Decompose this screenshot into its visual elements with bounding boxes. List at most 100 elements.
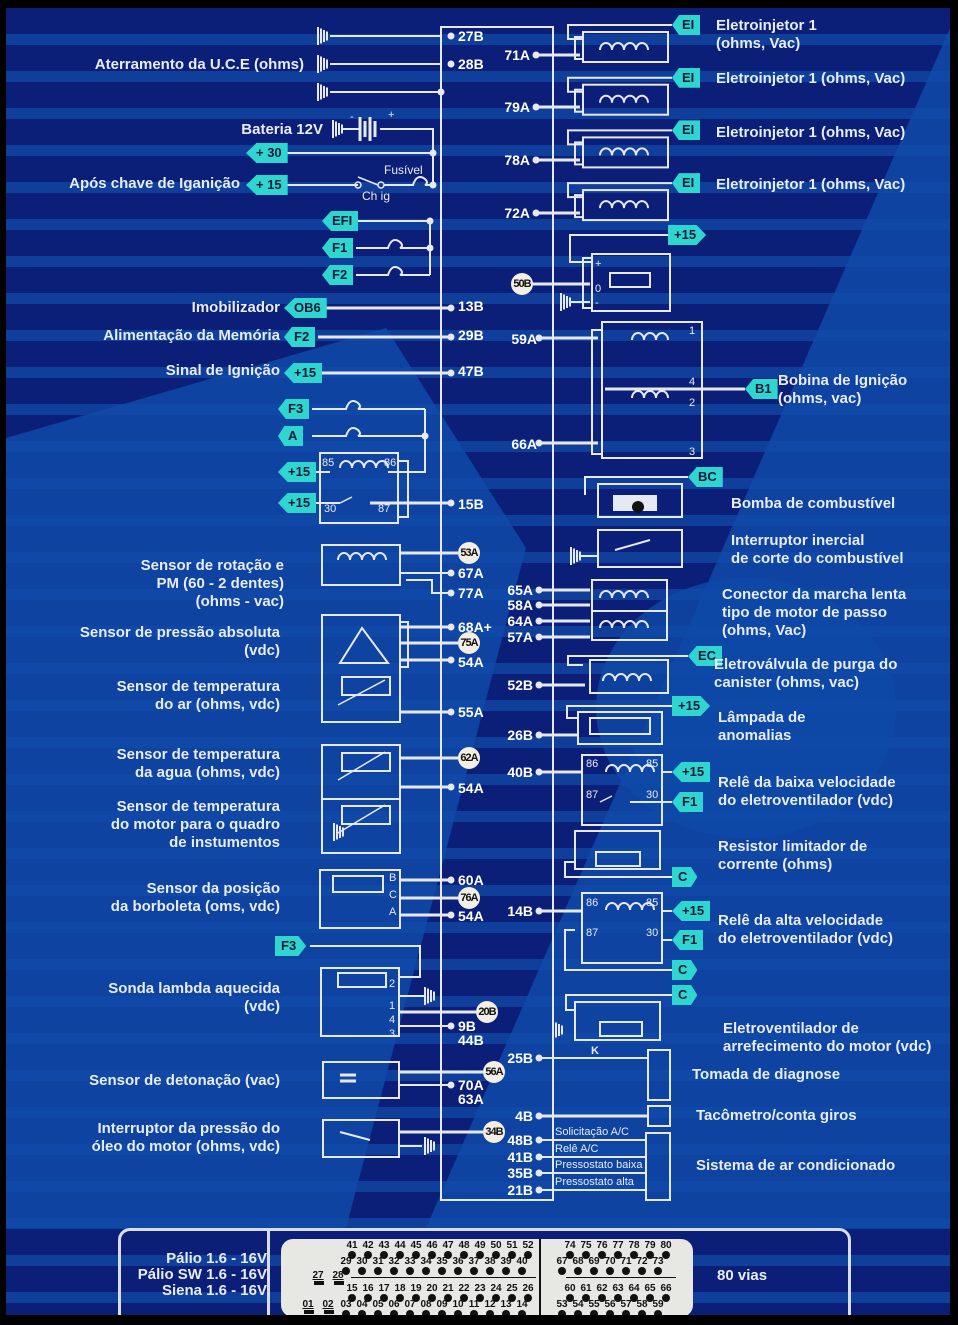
connector-pin-dot [476,1294,484,1302]
connector-pin-72: 72 [636,1256,648,1267]
connector-pin-dot [364,1251,372,1259]
connector-pin-dot [508,1294,516,1302]
label-eletroventilador: Eletroventilador de [723,1020,859,1037]
tag-plus30: + 30 [246,143,288,163]
injector-2-coil-icon [599,94,649,103]
connector-pin-dot [438,1267,446,1275]
main-relay-connector [397,460,409,518]
pin-4b: 4B [515,1108,533,1124]
label-eletroinjetor-1: Eletroinjetor 1 [716,17,817,34]
connector-pin-dot [348,1251,356,1259]
label-resistor: Resistor limitador de [718,838,868,855]
tag-plus15-low-relay: +15 [672,762,711,782]
pin-25b: 25B [507,1050,533,1066]
connector-pin-dot [524,1251,532,1259]
tag-plus15-lamp: +15 [672,696,711,716]
lamp-icon [589,717,651,735]
connector-pin-55: 55 [588,1299,600,1310]
pin-65a: 65A [507,582,533,598]
connector-pin-35: 35 [436,1256,448,1267]
connector-pin-dot [358,1267,366,1275]
connector-pin-dot [428,1294,436,1302]
wire [402,409,426,473]
pin-67a: 67A [458,565,484,581]
wire [564,861,672,878]
pin-34b: 34B [483,1121,505,1143]
pin-48b: 48B [507,1132,533,1148]
map-sensor-box [321,614,401,723]
connector-pin-dot [334,1281,344,1285]
connector-pin-29: 29 [340,1256,352,1267]
connector-pin-34: 34 [420,1256,432,1267]
battery-minus: - [350,111,354,123]
connector-pin-dot [598,1294,606,1302]
connector-pin-dot [406,1267,414,1275]
connector-pin-dot [324,1310,334,1314]
connector-pin-dot [470,1310,478,1315]
connector-pin-dot [444,1251,452,1259]
wire [567,129,672,146]
junction-dot [447,369,455,377]
lambda-pin-1: 1 [389,1000,396,1012]
connector-pin-22: 22 [458,1283,470,1294]
fuel-pump-motor-icon [632,501,644,513]
tag-f1-low-relay: F1 [672,792,704,812]
label-sensor-rotacao: (ohms - vac) [195,593,284,610]
junction-dot [447,1022,455,1030]
pin-60a: 60A [458,872,484,888]
connector-pin-58: 58 [636,1299,648,1310]
label-bomba-combustivel: Bomba de combustível [731,495,896,512]
label-sensor-temp-ar: do ar (ohms, vdc) [154,696,280,713]
label-sensor-temp-motor: Sensor de temperatura [116,798,280,815]
connector-pin-dot [460,1294,468,1302]
junction-dot [535,633,543,641]
fan-motor-icon [599,1021,643,1037]
pin-27b: 27B [458,28,484,44]
fuse-icon [338,400,368,410]
connector-pin-dot [502,1267,510,1275]
pin-20b: 20B [476,1001,498,1023]
low-relay-pin-87: 87 [586,789,599,801]
junction-dot [447,569,455,577]
label-sonda-lambda: Sonda lambda aquecida [108,980,280,997]
connector-pin-dot [638,1267,646,1275]
connector-pin-49: 49 [474,1240,486,1251]
connector-pin-65: 65 [644,1283,656,1294]
main-fuse-icon [405,176,435,186]
injector-4-coil-icon [599,200,649,209]
relay-pin-85: 85 [322,457,335,469]
resistor-box [574,830,661,870]
tps-pin-c: C [389,889,397,901]
air-temp-resistor-icon [341,676,391,696]
connector-pin-dot [492,1251,500,1259]
label-marcha-lenta: tipo de motor de passo [722,604,888,621]
connector-pin-52: 52 [522,1240,534,1251]
tag-f3: F3 [278,399,310,419]
tag-ei-2: EI [672,67,701,88]
junction-dot [447,623,455,631]
junction-dot [447,499,455,507]
connector-pin-67: 67 [556,1256,568,1267]
connector-pin-73: 73 [652,1256,664,1267]
fuse-icon [380,239,410,249]
pin-54a-water: 54A [458,780,484,796]
inertia-switch-box [597,529,683,568]
connector-pin-dot [358,1310,366,1315]
connector-pin-19: 19 [410,1283,422,1294]
motor-pin-minus: - [595,297,599,309]
connector-pin-dot [486,1310,494,1315]
ac-signal-label-4: Pressostato alta [555,1176,634,1188]
lambda-pin-2: 2 [389,978,396,990]
high-relay-pin-86: 86 [586,897,599,909]
connector-pin-59: 59 [652,1299,664,1310]
connector-pin-dot [454,1267,462,1275]
ac-signal-label-2: Relê A/C [555,1143,599,1155]
connector-pin-17: 17 [378,1283,390,1294]
connector-pin-39: 39 [500,1256,512,1267]
idle-motor-box [591,253,671,312]
connector-pin-dot [314,1281,324,1285]
connector-pin-79: 79 [644,1240,656,1251]
connector-pin-dot [630,1251,638,1259]
pin-79a: 79A [504,99,530,115]
